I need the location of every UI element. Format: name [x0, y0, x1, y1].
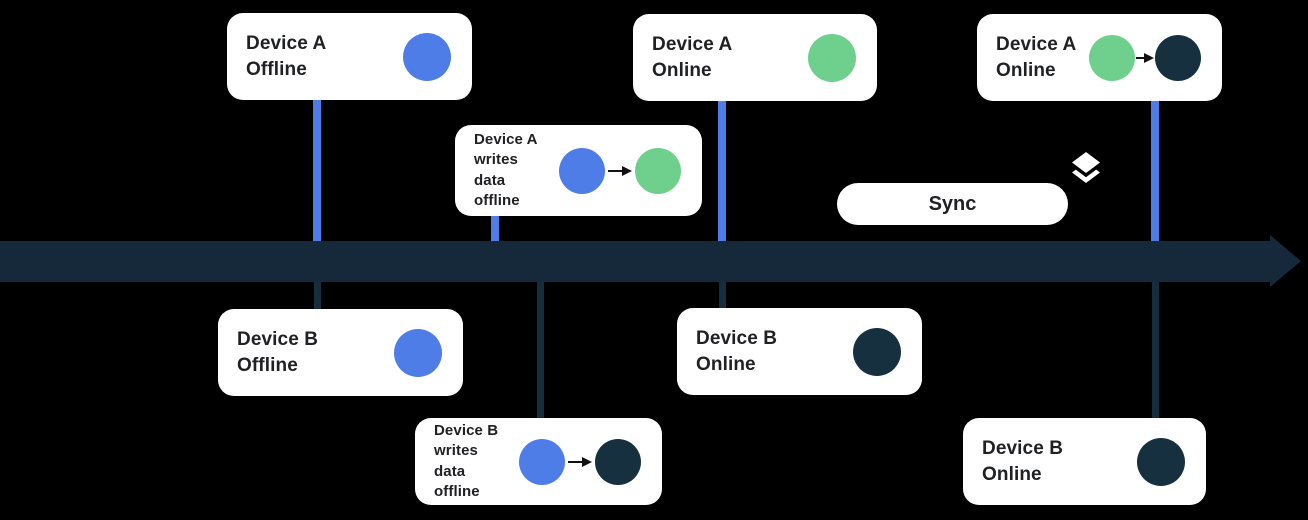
online-state-dot [635, 147, 681, 194]
offline-state-dot [559, 147, 605, 194]
card-device-a-offline: Device A Offline [227, 13, 472, 100]
card-device-a-online-2: Device A Online [977, 14, 1222, 101]
card-label: Device A writes data offline [474, 130, 538, 210]
arrow-right-icon [608, 165, 632, 176]
synced-state-dot [1155, 34, 1201, 81]
state-dots [808, 33, 856, 82]
connector-device-b-online-2 [1152, 281, 1159, 419]
card-device-a-online-1: Device A Online [633, 14, 877, 101]
card-device-b-online-1: Device B Online [677, 308, 922, 395]
offline-state-dot [519, 438, 565, 485]
card-device-b-offline: Device B Offline [218, 309, 463, 396]
card-label: Device A Online [996, 33, 1077, 81]
timeline-bar [0, 241, 1272, 282]
timeline-arrowhead-icon [1270, 235, 1301, 287]
connector-device-a-offline [313, 99, 321, 242]
state-dots [1137, 437, 1185, 486]
card-label: Device B Online [696, 327, 778, 375]
offline-state-dot [403, 32, 451, 81]
arrow-right-icon [1136, 52, 1154, 63]
offline-state-dot [394, 328, 442, 377]
state-dots [394, 328, 442, 377]
card-label: Device B Offline [237, 328, 319, 376]
connector-device-b-online-1 [719, 281, 726, 309]
card-label: Device B writes data offline [434, 421, 499, 501]
card-label: Device A Online [652, 33, 733, 81]
online-state-dot [853, 327, 901, 376]
connector-device-a-online-1 [718, 99, 726, 242]
state-dots [559, 147, 681, 194]
state-dots [403, 32, 451, 81]
online-state-dot [1137, 437, 1185, 486]
arrow-right-icon [568, 456, 592, 467]
card-device-b-online-2: Device B Online [963, 418, 1206, 505]
card-label: Device B Online [982, 437, 1064, 485]
state-dots [853, 327, 901, 376]
connector-device-b-offline [314, 281, 321, 311]
stored-state-dot [595, 438, 641, 485]
card-label: Device A Offline [246, 32, 327, 80]
online-state-dot [1089, 34, 1135, 81]
layers-icon [1070, 150, 1102, 197]
connector-device-b-writes [537, 281, 544, 419]
state-dots [519, 438, 641, 485]
sync-button[interactable]: Sync [837, 183, 1068, 225]
online-state-dot [808, 33, 856, 82]
state-dots [1089, 34, 1201, 81]
card-device-a-writes-data-offline: Device A writes data offline [455, 125, 702, 216]
connector-device-a-writes [491, 215, 499, 242]
card-device-b-writes-data-offline: Device B writes data offline [415, 418, 662, 505]
connector-device-a-online-2 [1151, 99, 1159, 242]
sync-button-label: Sync [928, 192, 977, 215]
